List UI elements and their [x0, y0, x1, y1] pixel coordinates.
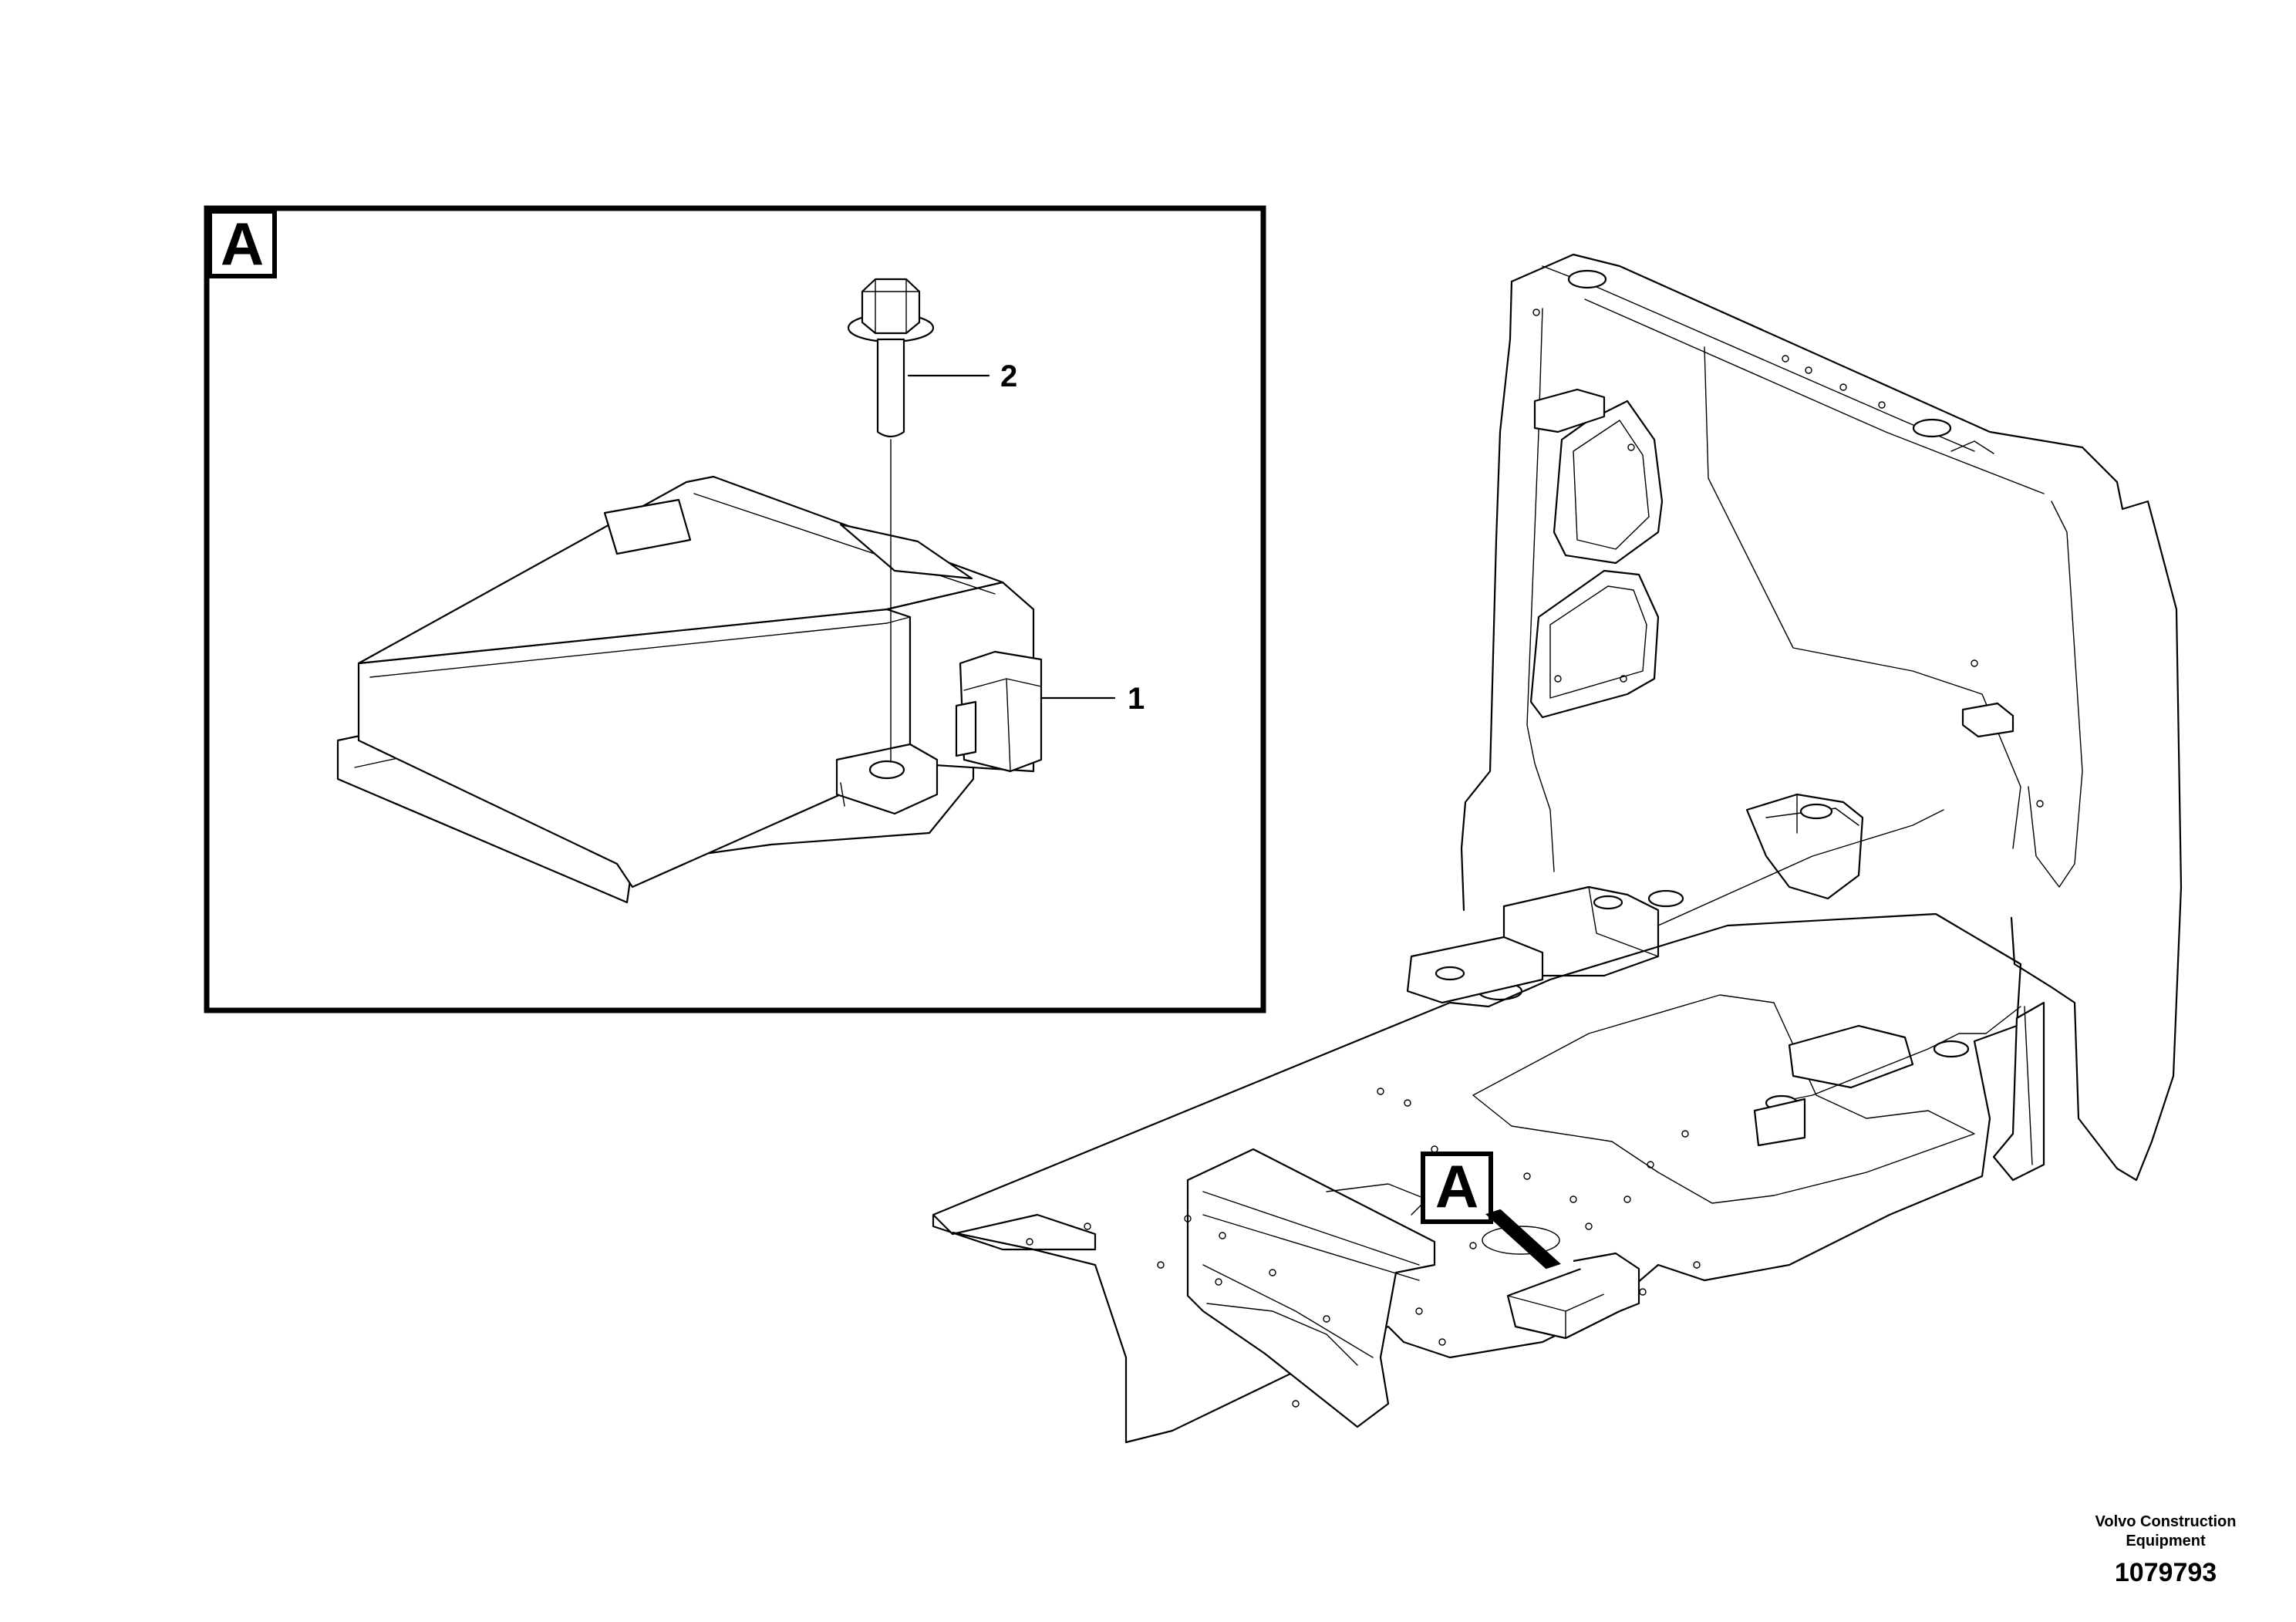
callout-2: 2	[907, 359, 1017, 393]
view-marker-a: A	[1421, 1152, 1561, 1270]
callout-2-number: 2	[1000, 359, 1017, 393]
flange-screw-drawing	[847, 278, 935, 763]
callout-1: 1	[1040, 682, 1145, 716]
drawing-number: 1079793	[2115, 1558, 2217, 1587]
view-marker-box	[1421, 1152, 1493, 1224]
detail-view-a: A	[204, 205, 1266, 1013]
cab-rear-wall	[1510, 253, 2183, 1182]
brand-line-1: Volvo Construction	[2095, 1513, 2237, 1530]
detail-view-label: A	[221, 210, 264, 278]
detail-view-frame	[204, 205, 1266, 1013]
brand-line-2: Equipment	[2126, 1533, 2206, 1549]
control-unit-drawing	[336, 475, 1043, 904]
callout-1-number: 1	[1128, 682, 1145, 716]
view-marker-label: A	[1435, 1152, 1478, 1220]
control-unit-location	[1506, 1252, 1640, 1340]
view-marker-leader	[1485, 1209, 1561, 1270]
cab-frame-overview	[932, 253, 2183, 1444]
title-block: Volvo Construction Equipment 1079793	[2095, 1513, 2237, 1587]
floor-duct	[1186, 1148, 1436, 1428]
detail-view-label-box	[207, 209, 277, 278]
